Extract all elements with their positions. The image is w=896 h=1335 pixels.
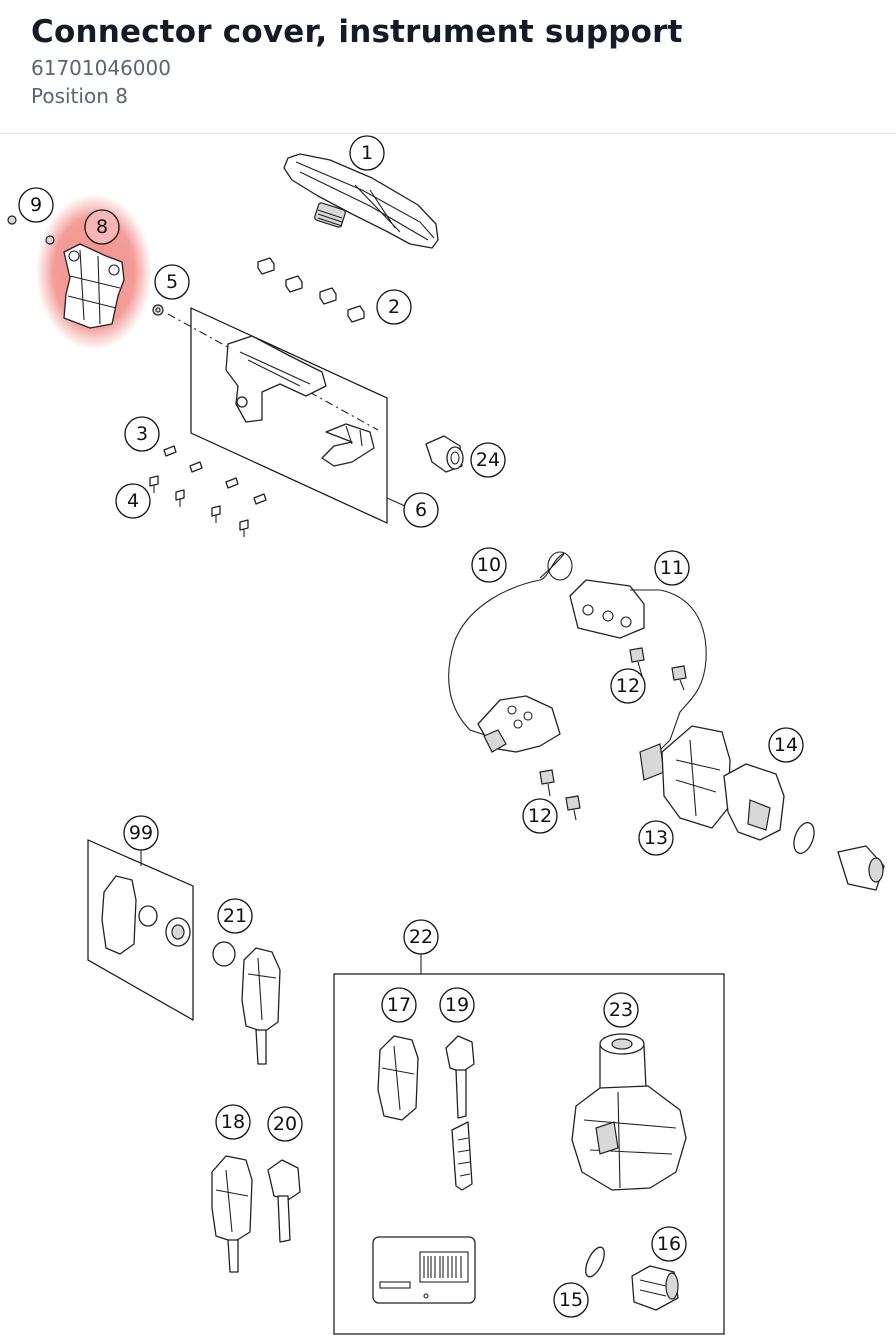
svg-text:12: 12 [616,675,640,697]
svg-text:13: 13 [644,827,668,849]
part-10-bowden-cable[interactable] [448,551,573,753]
part-1-instrument-cluster[interactable] [283,153,439,249]
callout-99[interactable]: 99 [123,815,159,851]
callout-6[interactable]: 6 [403,492,439,528]
part-13-lock-housing[interactable] [661,725,731,829]
part-2-clips[interactable] [257,257,365,323]
svg-text:23: 23 [609,999,633,1021]
svg-text:20: 20 [273,1113,297,1135]
svg-text:14: 14 [774,734,798,756]
svg-text:17: 17 [387,994,411,1016]
callout-24[interactable]: 24 [470,442,506,478]
svg-text:19: 19 [445,994,469,1016]
part-22-lock-set[interactable] [333,954,725,1335]
part-4-screws[interactable] [149,475,249,537]
svg-text:10: 10 [477,554,501,576]
part-8-connector-cover[interactable] [63,243,125,329]
svg-text:99: 99 [129,822,153,844]
callout-21[interactable]: 21 [217,898,253,934]
part-11-lock-bracket[interactable] [569,579,707,781]
part-12-bolts[interactable] [539,647,687,821]
callout-11[interactable]: 11 [654,550,690,586]
position-label: Position 8 [31,84,128,108]
svg-text:18: 18 [221,1111,245,1133]
part-6-instrument-support[interactable] [167,307,388,524]
callout-22[interactable]: 22 [403,919,439,955]
part-23-ignition-lock[interactable] [571,1033,687,1191]
callout-16[interactable]: 16 [651,1226,687,1262]
svg-text:15: 15 [559,1289,583,1311]
part-99-key-set[interactable] [87,839,194,1022]
svg-text:6: 6 [415,499,427,521]
callout-18[interactable]: 18 [215,1104,251,1140]
svg-text:3: 3 [136,423,148,445]
callout-15[interactable]: 15 [553,1282,589,1318]
page-header: Connector cover, instrument support 6170… [0,0,896,134]
part-number: 61701046000 [31,56,171,80]
callout-17[interactable]: 17 [381,987,417,1023]
callout-14[interactable]: 14 [768,727,804,763]
callout-12b[interactable]: 12 [522,798,558,834]
callout-13[interactable]: 13 [638,820,674,856]
part-16-lock-cylinder[interactable] [631,1265,679,1311]
callout-10[interactable]: 10 [471,547,507,583]
callout-4[interactable]: 4 [115,483,151,519]
callout-5[interactable]: 5 [154,264,190,300]
svg-text:2: 2 [388,296,400,318]
svg-text:16: 16 [657,1233,681,1255]
ignition-ring-and-cylinder[interactable] [790,820,885,891]
part-15-ring[interactable] [582,1245,608,1280]
svg-text:24: 24 [476,449,500,471]
part-24-socket[interactable] [425,435,464,473]
svg-text:5: 5 [166,271,178,293]
svg-text:11: 11 [660,557,684,579]
callout-2[interactable]: 2 [376,289,412,325]
svg-text:22: 22 [409,926,433,948]
part-21-key-fob[interactable] [212,941,281,1065]
part-9-screws[interactable] [7,215,55,245]
callout-9[interactable]: 9 [18,187,54,223]
part-20-key[interactable] [267,1159,301,1243]
callout-20[interactable]: 20 [267,1106,303,1142]
svg-text:9: 9 [30,194,42,216]
callout-3[interactable]: 3 [124,416,160,452]
callout-1[interactable]: 1 [349,135,385,171]
callout-19[interactable]: 19 [439,987,475,1023]
callout-8[interactable]: 8 [84,209,120,245]
svg-text:12: 12 [528,805,552,827]
part-19-key[interactable] [445,1035,475,1191]
svg-text:21: 21 [223,905,247,927]
code-label-card [372,1236,476,1304]
page-title: Connector cover, instrument support [31,14,683,50]
part-18-key[interactable] [211,1155,253,1273]
callout-23[interactable]: 23 [603,992,639,1028]
part-5-nut[interactable] [152,304,164,316]
part-17-key-fob[interactable] [377,1035,419,1121]
part-14-cover[interactable] [723,763,785,841]
svg-text:4: 4 [127,490,139,512]
svg-text:1: 1 [361,142,373,164]
svg-text:8: 8 [96,216,108,238]
part-3-nuts[interactable] [163,445,267,505]
callout-12a[interactable]: 12 [610,668,646,704]
